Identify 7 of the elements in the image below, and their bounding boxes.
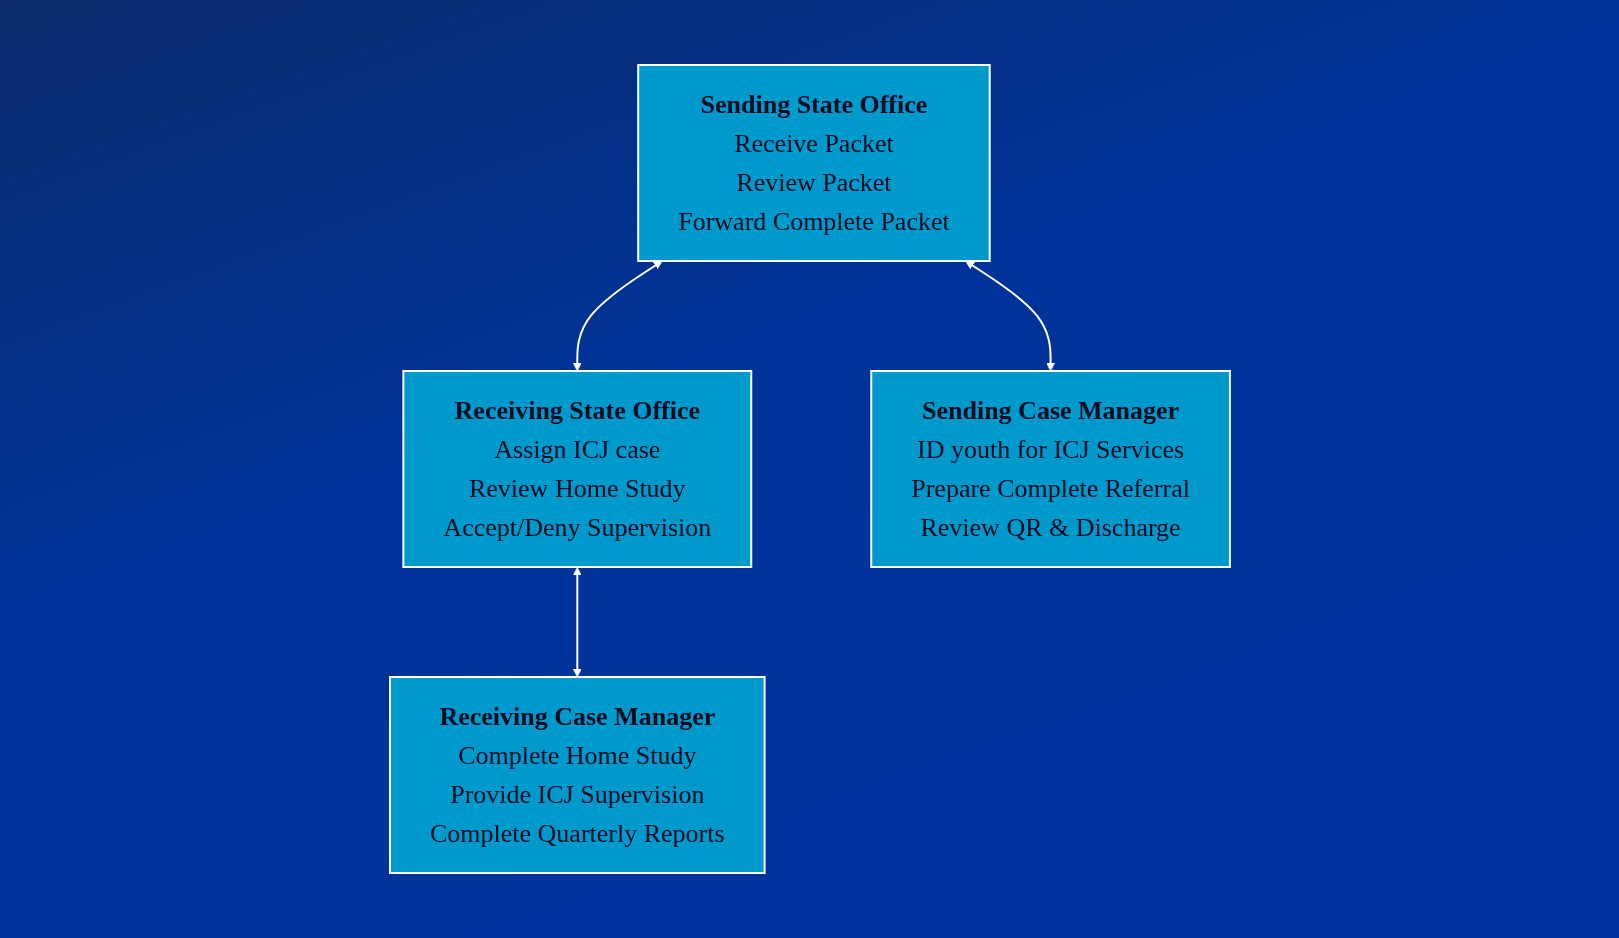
arrow (572, 567, 582, 678)
node-box: Receiving State Office Assign ICJ case Review Home Study Accept/Deny Supervision (401, 370, 752, 568)
node-box: Sending Case Manager ID youth for ICJ Services Prepare Complete Referral Review QR & Discharge (869, 370, 1231, 568)
node-box: Sending State Office Receive Packet Review Packet Forward Complete Packet (636, 64, 991, 262)
arrow (572, 260, 662, 372)
arrow (965, 260, 1055, 372)
node-box: Receiving Case Manager Complete Home Study Provide ICJ Supervision Complete Quarterly Reports (388, 676, 766, 874)
